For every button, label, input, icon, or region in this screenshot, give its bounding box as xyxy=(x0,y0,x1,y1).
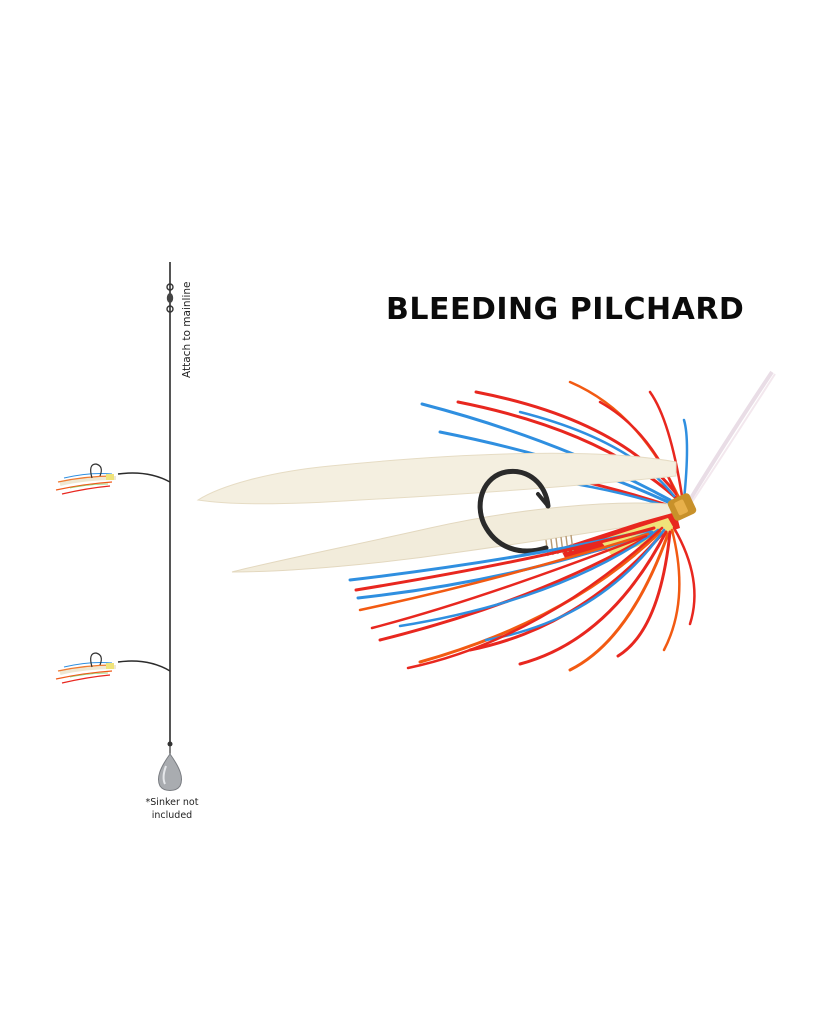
bleeding-pilchard-lure xyxy=(196,370,776,672)
swivel-icon xyxy=(166,283,174,313)
hook-icon xyxy=(477,468,551,554)
mini-hook-icon xyxy=(90,652,102,668)
sinker-note-line-1: *Sinker not xyxy=(145,797,199,808)
rig-diagram xyxy=(55,262,183,791)
glow-tail-lower xyxy=(231,502,673,573)
sinker-icon xyxy=(157,741,183,791)
dropper-line-1 xyxy=(117,472,171,483)
sinker-note: *Sinker not included xyxy=(136,796,208,822)
product-title: BLEEDING PILCHARD xyxy=(386,292,745,327)
mini-lure-1 xyxy=(55,463,117,495)
dropper-line-2 xyxy=(117,660,171,672)
mini-lure-2 xyxy=(55,652,117,684)
attach-to-mainline-label: Attach to mainline xyxy=(181,281,193,379)
glow-tail-upper xyxy=(196,452,677,505)
sinker-note-line-2: included xyxy=(151,810,193,821)
mini-hook-icon xyxy=(90,463,102,479)
